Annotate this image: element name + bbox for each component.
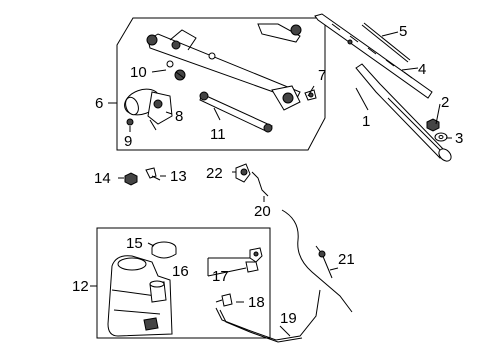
callout-13: 13 <box>170 168 187 185</box>
callout-14: 14 <box>94 170 111 187</box>
wiper-blade-refill <box>361 22 411 63</box>
pivot-right <box>271 85 301 111</box>
washer-hose-19-inner <box>219 309 303 343</box>
washer-hose-19 <box>215 289 321 341</box>
washer-hose-21 <box>281 209 353 313</box>
washer-hose-21-branch <box>315 245 333 279</box>
callout-6: 6 <box>95 95 103 112</box>
callout-18: 18 <box>248 294 265 311</box>
washer-pump <box>249 247 263 263</box>
wiper-arm <box>355 63 452 162</box>
callout-21: 21 <box>338 251 355 268</box>
nut-part-14 <box>124 172 138 186</box>
pivot-bracket-upper <box>257 23 302 43</box>
arm-nut <box>426 118 440 132</box>
callout-19: 19 <box>280 310 297 327</box>
callout-1: 1 <box>362 113 370 130</box>
hose-connector <box>318 250 326 258</box>
callout-2: 2 <box>441 94 449 111</box>
connector-part-18 <box>215 293 233 307</box>
arm-washer <box>434 132 448 142</box>
motor-washer <box>126 118 134 126</box>
washer-hose-20 <box>251 171 269 197</box>
reservoir-cap <box>151 241 177 259</box>
linkage-assembly-frame <box>116 17 326 151</box>
wiper-blade <box>314 13 433 99</box>
clip-part-7 <box>304 89 317 101</box>
callout-11: 11 <box>210 126 226 143</box>
callout-12: 12 <box>72 278 89 295</box>
callout-15: 15 <box>126 235 143 252</box>
callout-9: 9 <box>124 133 132 150</box>
washer-reservoir <box>107 255 173 337</box>
callout-22: 22 <box>206 165 223 182</box>
linkage-upper-rod <box>146 29 301 101</box>
callout-16: 16 <box>172 263 189 280</box>
callout-10: 10 <box>130 64 147 81</box>
callout-17: 17 <box>212 268 229 285</box>
linkage-rod <box>199 91 273 133</box>
leader-lines <box>90 31 452 337</box>
bolt-part-13 <box>145 167 161 181</box>
callout-5: 5 <box>399 23 407 40</box>
callout-8: 8 <box>175 108 183 125</box>
wiper-motor <box>124 88 173 131</box>
bolt-group <box>166 52 216 81</box>
grommet-part-22 <box>235 163 251 183</box>
callout-7: 7 <box>318 67 326 84</box>
callout-20: 20 <box>254 203 271 220</box>
pump-grommet <box>245 261 259 273</box>
callout-4: 4 <box>418 61 426 78</box>
callout-3: 3 <box>455 130 463 147</box>
